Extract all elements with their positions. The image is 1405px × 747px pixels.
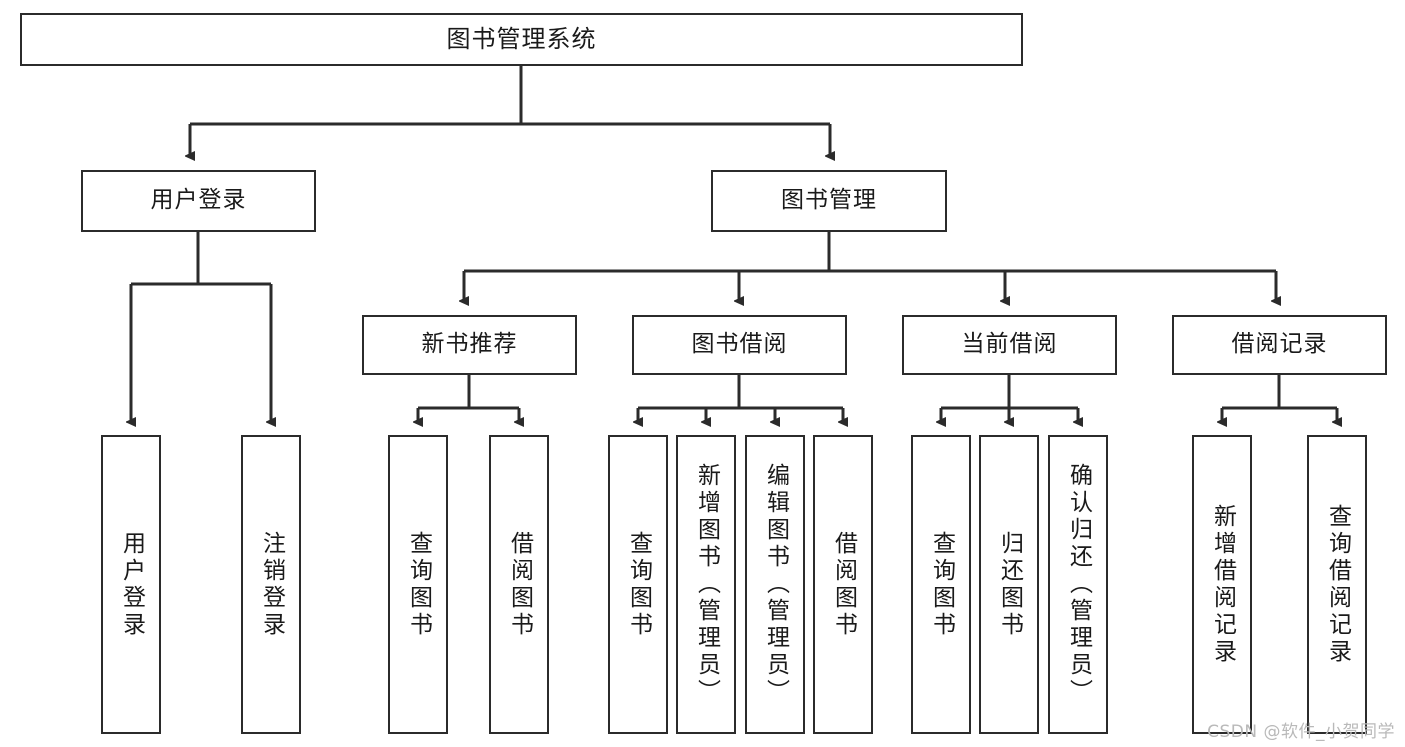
leaf-label: 新增图书（管理员） (693, 463, 720, 706)
leaf-current-query[interactable]: 查询图书 (911, 435, 971, 734)
leaf-borrow-add-book[interactable]: 新增图书（管理员） (676, 435, 736, 734)
leaf-user-login-login[interactable]: 用户登录 (101, 435, 161, 734)
leaf-label: 查询借阅记录 (1324, 503, 1351, 666)
leaf-label: 编辑图书（管理员） (762, 463, 789, 706)
leaf-label: 查询图书 (625, 530, 652, 639)
leaf-borrow-edit-book[interactable]: 编辑图书（管理员） (745, 435, 805, 734)
leaf-label: 借阅图书 (830, 530, 857, 639)
leaf-records-query[interactable]: 查询借阅记录 (1307, 435, 1367, 734)
leaf-current-confirm-return[interactable]: 确认归还（管理员） (1048, 435, 1108, 734)
node-borrow-records[interactable]: 借阅记录 (1172, 315, 1387, 375)
node-current-borrow[interactable]: 当前借阅 (902, 315, 1117, 375)
leaf-label: 查询图书 (405, 530, 432, 639)
node-user-login[interactable]: 用户登录 (81, 170, 316, 232)
leaf-current-return[interactable]: 归还图书 (979, 435, 1039, 734)
node-new-book-recommend[interactable]: 新书推荐 (362, 315, 577, 375)
leaf-new-books-borrow[interactable]: 借阅图书 (489, 435, 549, 734)
leaf-borrow-borrow-book[interactable]: 借阅图书 (813, 435, 873, 734)
leaf-label: 注销登录 (258, 530, 285, 639)
leaf-label: 归还图书 (996, 530, 1023, 639)
node-book-borrow[interactable]: 图书借阅 (632, 315, 847, 375)
leaf-label: 新增借阅记录 (1209, 503, 1236, 666)
leaf-label: 用户登录 (118, 530, 145, 639)
leaf-label: 确认归还（管理员） (1065, 463, 1092, 706)
leaf-new-books-query[interactable]: 查询图书 (388, 435, 448, 734)
leaf-label: 借阅图书 (506, 530, 533, 639)
node-root[interactable]: 图书管理系统 (20, 13, 1023, 66)
leaf-borrow-query[interactable]: 查询图书 (608, 435, 668, 734)
watermark-text: CSDN @软件_小贺同学 (1207, 722, 1395, 742)
leaf-records-add[interactable]: 新增借阅记录 (1192, 435, 1252, 734)
node-book-management[interactable]: 图书管理 (711, 170, 947, 232)
leaf-label: 查询图书 (928, 530, 955, 639)
leaf-user-login-logout[interactable]: 注销登录 (241, 435, 301, 734)
